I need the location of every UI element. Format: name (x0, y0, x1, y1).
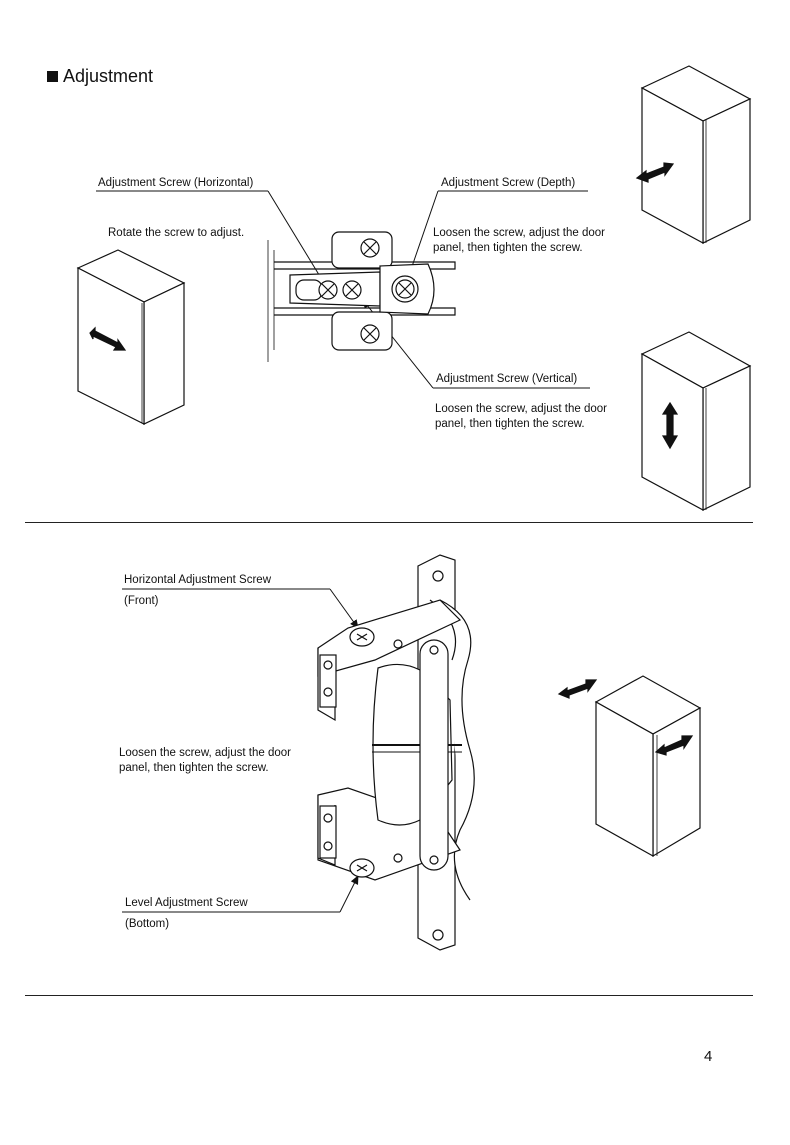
horizontal-screw-label: Adjustment Screw (Horizontal) (98, 177, 254, 189)
bottom-screw-label: Level Adjustment Screw (125, 897, 248, 909)
front-screw-label: Horizontal Adjustment Screw (124, 574, 272, 586)
cabinet-horizontal-icon (76, 249, 186, 425)
depth-screw-note: Loosen the screw, adjust the door panel,… (433, 227, 605, 254)
section-divider-top (25, 522, 753, 524)
page-number: 4 (704, 1048, 713, 1065)
section-divider-bottom (25, 995, 753, 997)
hinge-top-view (267, 231, 456, 362)
bullet-square-icon (47, 71, 58, 82)
middle-note: Loosen the screw, adjust the door panel,… (119, 747, 291, 774)
vertical-screw-note: Loosen the screw, adjust the door panel,… (435, 403, 607, 430)
front-screw-sub: (Front) (124, 595, 159, 607)
cabinet-depth-icon (635, 65, 752, 245)
depth-screw-label: Adjustment Screw (Depth) (441, 177, 576, 189)
section-heading: Adjustment (47, 66, 153, 87)
vertical-screw-label: Adjustment Screw (Vertical) (436, 373, 578, 385)
cabinet-vertical-icon (640, 331, 752, 512)
cabinet-lateral-icon (557, 675, 702, 858)
bottom-screw-sub: (Bottom) (125, 918, 170, 930)
hinge-side-view (317, 554, 475, 951)
section-title: Adjustment (63, 66, 154, 86)
horizontal-screw-note: Rotate the screw to adjust. (108, 227, 245, 239)
bottom-leader-lines (122, 588, 359, 913)
